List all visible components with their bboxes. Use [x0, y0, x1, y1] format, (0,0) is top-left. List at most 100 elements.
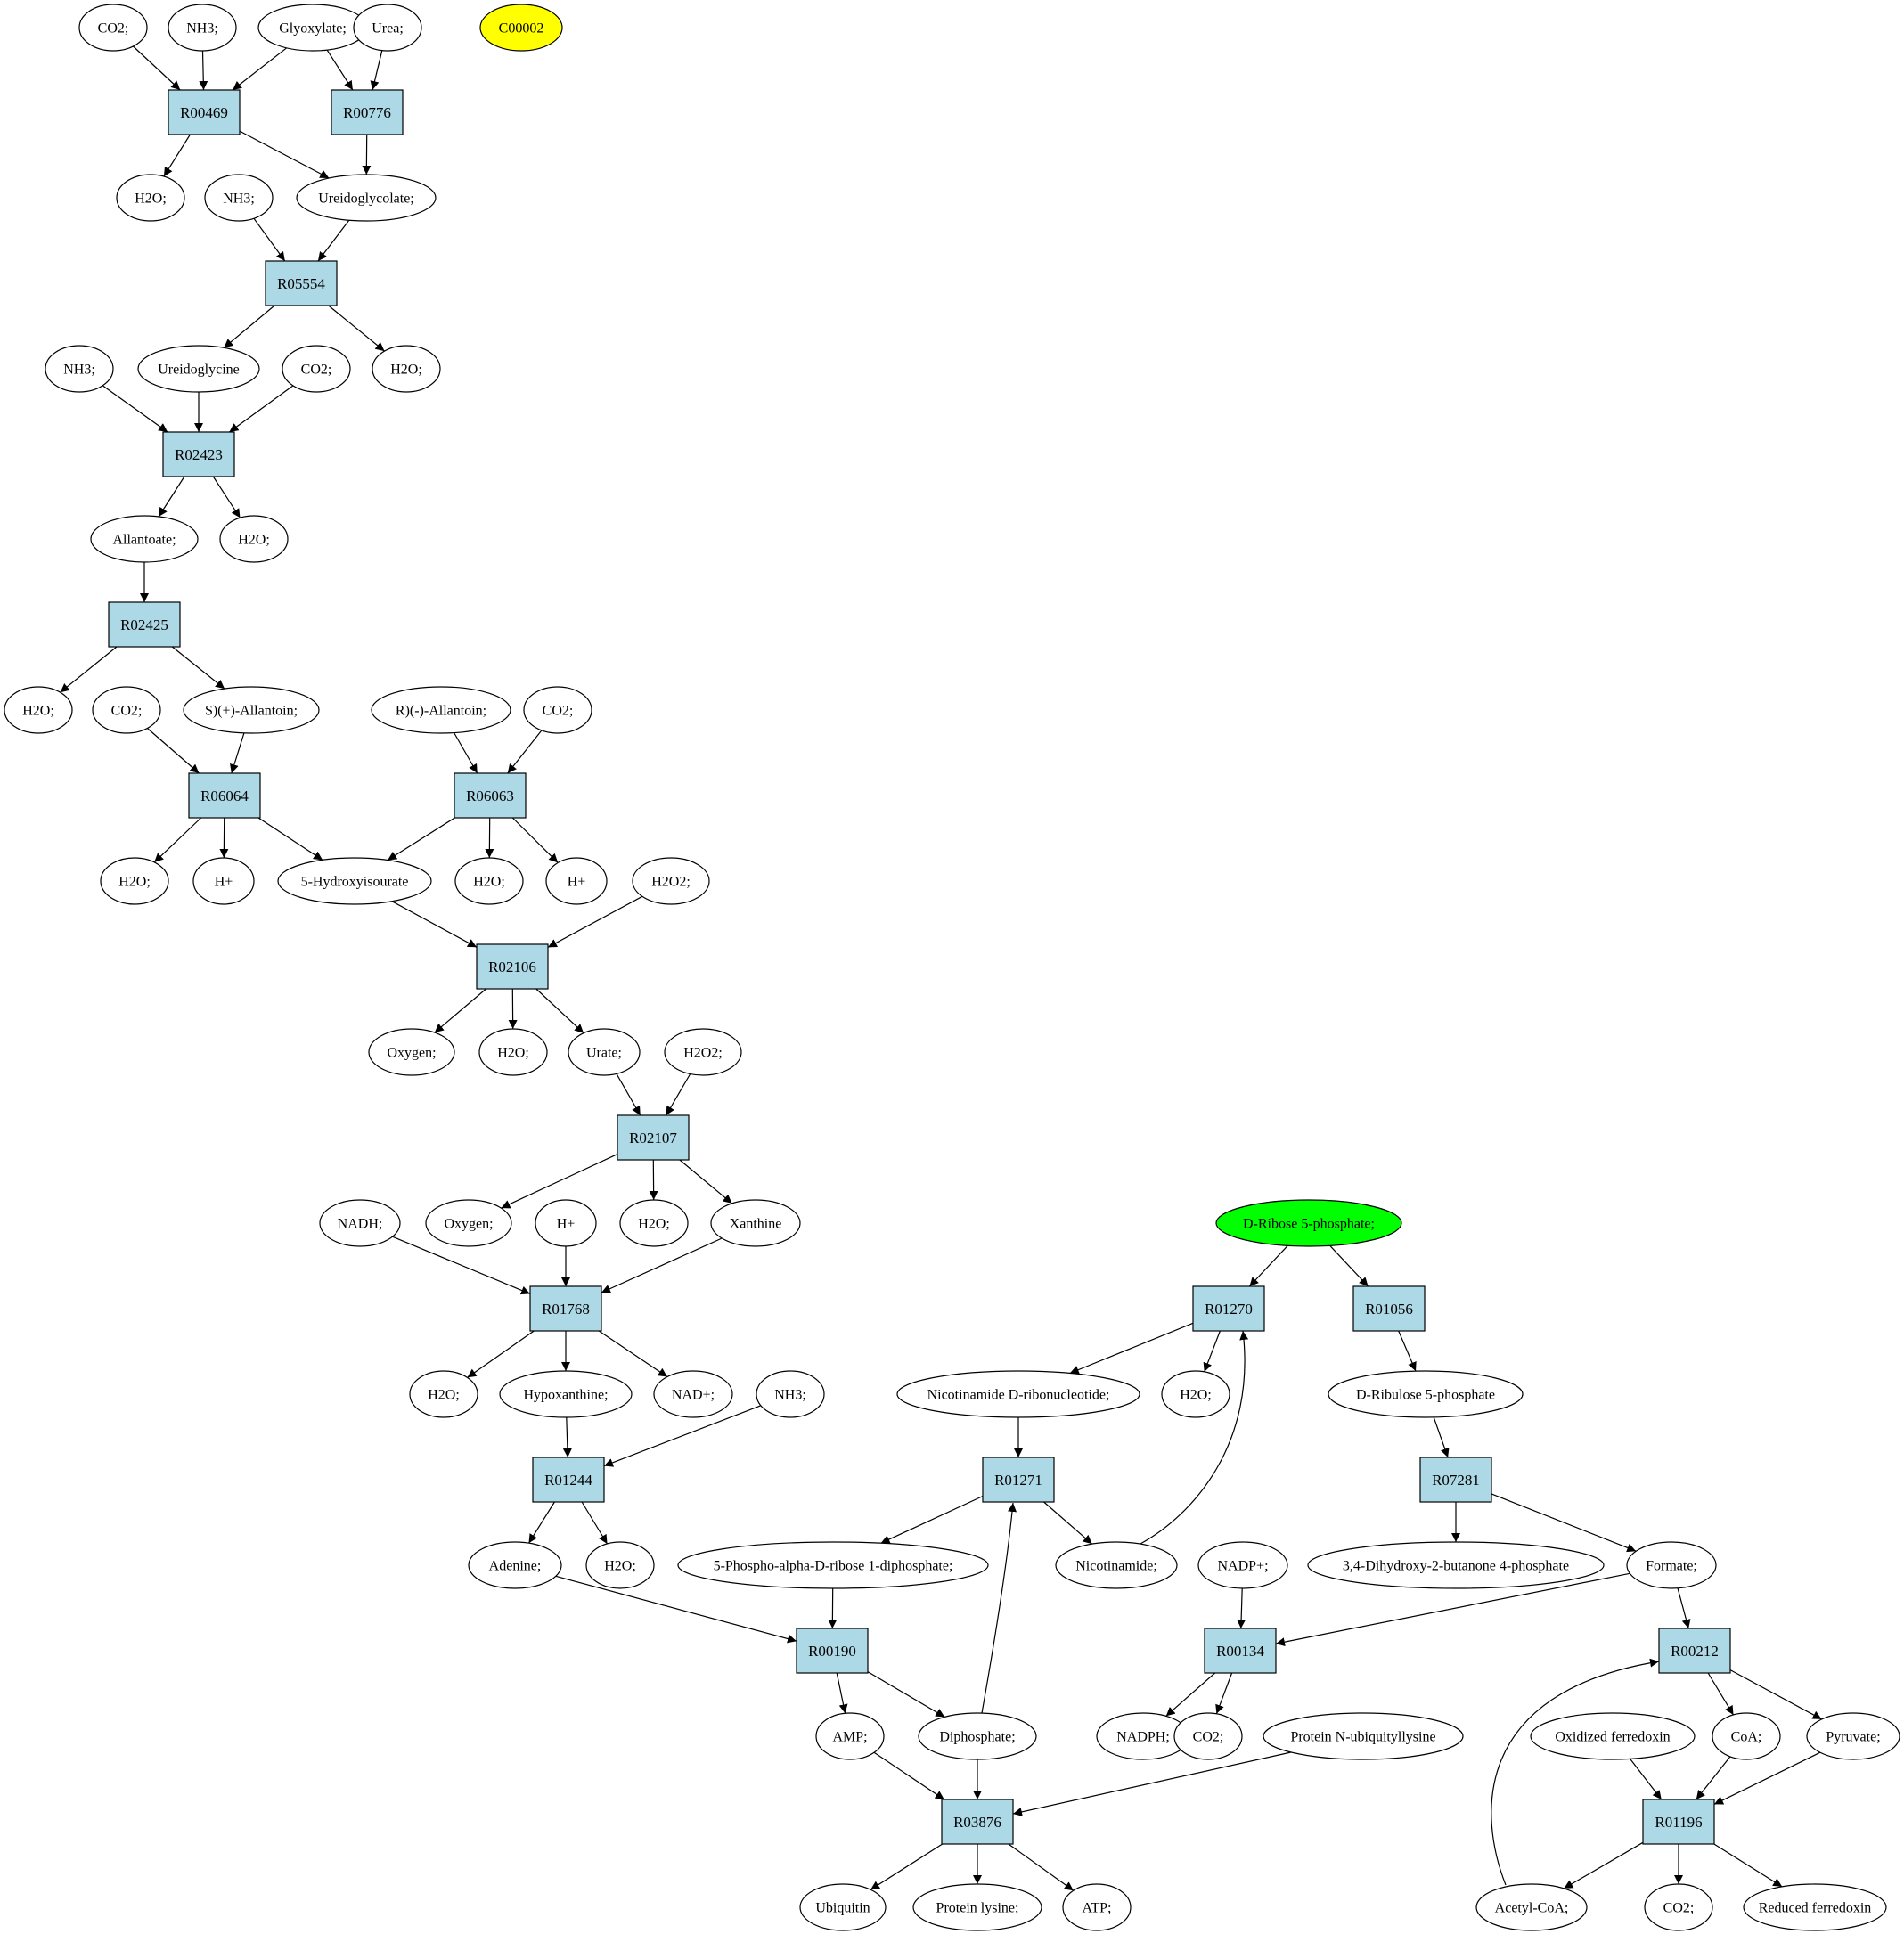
compound-ellipse [1712, 1712, 1781, 1760]
edge-R05554-to-ureidoglycine [223, 305, 275, 348]
compound-ellipse [319, 1199, 401, 1247]
compound-node-h2o-4[interactable]: H2O; [4, 686, 73, 734]
reaction-node-r07281[interactable]: R07281 [1419, 1457, 1492, 1503]
compound-node-co2-6[interactable]: CO2; [1644, 1883, 1713, 1931]
compound-node-h2o2-1[interactable]: H2O2; [632, 857, 710, 905]
edge-R02106-to-urate [535, 988, 584, 1034]
compound-node-nh3-3[interactable]: NH3; [45, 345, 114, 393]
compound-node-glyoxylate[interactable]: Glyoxylate; [257, 4, 368, 52]
edge-R00469-to-h2o_1 [163, 134, 191, 177]
edge-xanthine-to-R01768 [601, 1237, 723, 1293]
compound-node-co2-2[interactable]: CO2; [282, 345, 351, 393]
compound-label: Urea; [372, 21, 404, 37]
compound-node-hypoxanthine[interactable]: Hypoxanthine; [499, 1370, 633, 1418]
compound-node-dhbp[interactable]: 3,4-Dihydroxy-2-butanone 4-phosphate [1307, 1541, 1605, 1589]
reaction-box [1192, 1285, 1265, 1332]
reaction-node-r02425[interactable]: R02425 [108, 601, 181, 648]
compound-node-adenine[interactable]: Adenine; [468, 1541, 562, 1589]
compound-node-hplus-2[interactable]: H+ [545, 857, 608, 905]
compound-node-s-allantoin[interactable]: S)(+)-Allantoin; [183, 686, 320, 734]
compound-node-ubiquitin[interactable]: Ubiquitin [799, 1883, 887, 1931]
compound-node-allantoate[interactable]: Allantoate; [90, 515, 199, 563]
reaction-node-r00212[interactable]: R00212 [1658, 1628, 1731, 1674]
compound-node-nicotinamide[interactable]: Nicotinamide; [1055, 1541, 1178, 1589]
reaction-node-r05554[interactable]: R05554 [265, 260, 338, 306]
compound-node-h2o-7[interactable]: H2O; [478, 1028, 548, 1076]
compound-node-acetylcoa[interactable]: Acetyl-CoA; [1475, 1883, 1588, 1931]
compound-node-hplus-3[interactable]: H+ [535, 1199, 597, 1247]
compound-node-h2o-2[interactable]: H2O; [372, 345, 441, 393]
compound-node-h2o-1[interactable]: H2O; [116, 174, 185, 222]
compound-node-xanthine[interactable]: Xanthine [710, 1199, 801, 1247]
compound-node-hydroxyisourate[interactable]: 5-Hydroxyisourate [277, 857, 432, 905]
compound-node-nh3-2[interactable]: NH3; [204, 174, 274, 222]
compound-node-nmn[interactable]: Nicotinamide D-ribonucleotide; [896, 1370, 1140, 1418]
compound-label: Oxygen; [387, 1046, 436, 1061]
reaction-node-r01056[interactable]: R01056 [1352, 1285, 1426, 1332]
reaction-node-r03876[interactable]: R03876 [941, 1799, 1014, 1845]
reaction-node-r06063[interactable]: R06063 [454, 772, 527, 819]
compound-node-h2o-8[interactable]: H2O; [619, 1199, 689, 1247]
compound-node-formate[interactable]: Formate; [1626, 1541, 1717, 1589]
reaction-node-r00190[interactable]: R00190 [796, 1628, 869, 1674]
reaction-node-r01196[interactable]: R01196 [1642, 1799, 1715, 1845]
reaction-node-r00134[interactable]: R00134 [1204, 1628, 1277, 1674]
compound-node-diphosphate[interactable]: Diphosphate; [918, 1712, 1037, 1760]
compound-node-ribose5p[interactable]: D-Ribose 5-phosphate; [1215, 1199, 1402, 1247]
compound-node-co2-1[interactable]: CO2; [78, 4, 148, 52]
compound-label: H+ [568, 875, 586, 890]
compound-node-nadph[interactable]: NADPH; [1096, 1712, 1190, 1760]
compound-node-prpp[interactable]: 5-Phospho-alpha-D-ribose 1-diphosphate; [677, 1541, 989, 1589]
compound-node-r-allantoin[interactable]: R)(-)-Allantoin; [371, 686, 511, 734]
compound-node-nh3-1[interactable]: NH3; [168, 4, 237, 52]
compound-node-ureidoglycolate[interactable]: Ureidoglycolate; [296, 174, 437, 222]
compound-node-atp[interactable]: ATP; [1062, 1883, 1132, 1931]
compound-node-C00002[interactable]: C00002 [479, 4, 563, 52]
reaction-node-r02423[interactable]: R02423 [162, 431, 235, 477]
compound-node-nadplus[interactable]: NAD+; [653, 1370, 733, 1418]
compound-node-ureidoglycine[interactable]: Ureidoglycine [137, 345, 260, 393]
compound-node-oxygen-2[interactable]: Oxygen; [425, 1199, 512, 1247]
compound-node-urate[interactable]: Urate; [568, 1028, 641, 1076]
compound-node-h2o-10[interactable]: H2O; [585, 1541, 655, 1589]
compound-node-ox-ferredoxin[interactable]: Oxidized ferredoxin [1530, 1712, 1696, 1760]
edge-glyoxylate-to-R00469 [232, 47, 288, 91]
compound-node-coa[interactable]: CoA; [1712, 1712, 1781, 1760]
edge-R01056-to-ribulose5p [1398, 1330, 1417, 1372]
reaction-node-r00776[interactable]: R00776 [331, 89, 404, 135]
compound-node-ribulose5p[interactable]: D-Ribulose 5-phosphate [1328, 1370, 1524, 1418]
compound-node-hplus-1[interactable]: H+ [192, 857, 255, 905]
reaction-node-r00469[interactable]: R00469 [168, 89, 241, 135]
compound-node-urea[interactable]: Urea; [353, 4, 422, 52]
compound-node-h2o-9[interactable]: H2O; [409, 1370, 478, 1418]
compound-ellipse [78, 4, 148, 52]
reaction-node-r01271[interactable]: R01271 [982, 1457, 1055, 1503]
compound-label: NADPH; [1116, 1730, 1170, 1745]
compound-node-red-ferredoxin[interactable]: Reduced ferredoxin [1743, 1883, 1887, 1931]
compound-node-h2o2-2[interactable]: H2O2; [664, 1028, 742, 1076]
reaction-node-r06064[interactable]: R06064 [188, 772, 261, 819]
reaction-label: R01271 [994, 1472, 1042, 1489]
compound-node-nadpplus[interactable]: NADP+; [1197, 1541, 1288, 1589]
reaction-node-r01244[interactable]: R01244 [532, 1457, 605, 1503]
compound-node-protein-lysine[interactable]: Protein lysine; [912, 1883, 1042, 1931]
compound-node-nh3-4[interactable]: NH3; [756, 1370, 825, 1418]
compound-node-nadh[interactable]: NADH; [319, 1199, 401, 1247]
compound-node-protein-ub[interactable]: Protein N-ubiquityllysine [1263, 1712, 1464, 1760]
compound-node-co2-3[interactable]: CO2; [92, 686, 161, 734]
compound-node-h2o-6[interactable]: H2O; [454, 857, 524, 905]
edge-diphosphate-to-R01271 [981, 1502, 1017, 1714]
reaction-node-r02107[interactable]: R02107 [617, 1114, 690, 1161]
reaction-node-r01270[interactable]: R01270 [1192, 1285, 1265, 1332]
compound-node-co2-4[interactable]: CO2; [523, 686, 592, 734]
compound-node-oxygen-1[interactable]: Oxygen; [368, 1028, 455, 1076]
reaction-node-r01768[interactable]: R01768 [529, 1285, 602, 1332]
compound-node-co2-5[interactable]: CO2; [1173, 1712, 1243, 1760]
compound-node-pyruvate[interactable]: Pyruvate; [1806, 1712, 1900, 1760]
compound-node-h2o-5[interactable]: H2O; [100, 857, 169, 905]
compound-node-amp[interactable]: AMP; [815, 1712, 885, 1760]
compound-node-h2o-3[interactable]: H2O; [219, 515, 289, 563]
reaction-node-r02106[interactable]: R02106 [476, 943, 549, 990]
compound-node-h2o-11[interactable]: H2O; [1161, 1370, 1230, 1418]
